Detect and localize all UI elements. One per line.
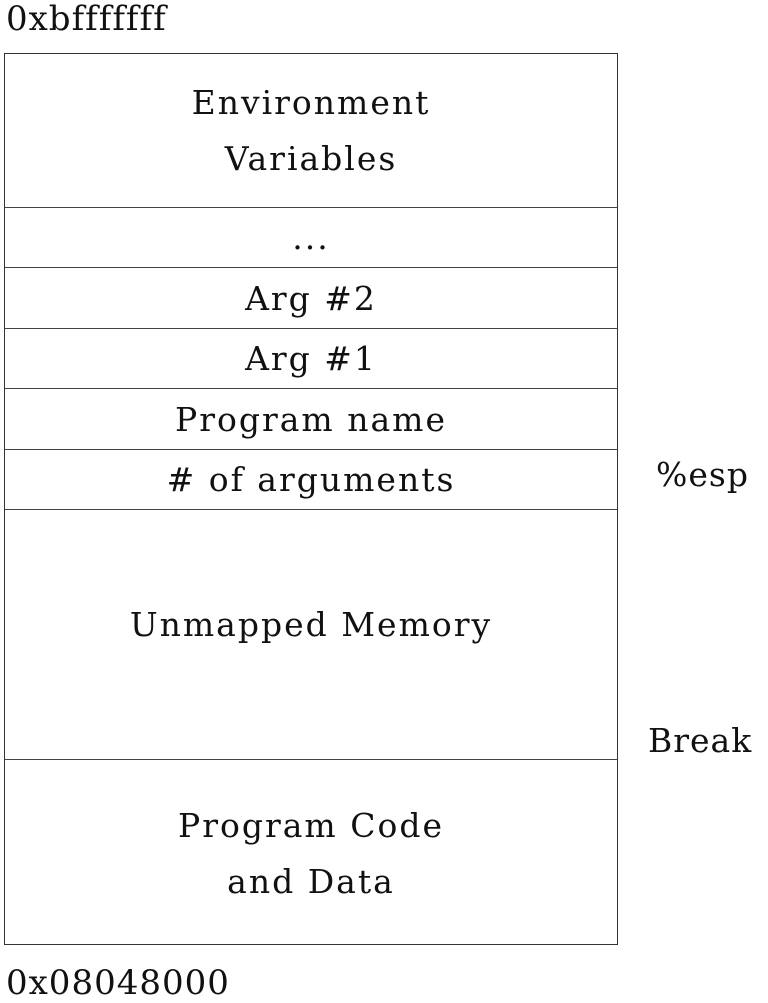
segment-label: Arg #1 [245, 339, 377, 378]
segment-label: ... [292, 218, 330, 257]
segment-label: Program Code and Data [178, 806, 444, 901]
segment-arg-2: Arg #2 [5, 268, 617, 329]
segment-arg-1: Arg #1 [5, 329, 617, 389]
segment-unmapped-memory: Unmapped Memory [5, 510, 617, 760]
segment-program-code-and-data: Program Code and Data [5, 760, 617, 944]
segment-ellipsis: ... [5, 208, 617, 268]
esp-pointer-label: %esp [656, 455, 749, 494]
segment-label: # of arguments [166, 460, 456, 499]
segment-argument-count: # of arguments [5, 450, 617, 510]
segment-label: Program name [175, 399, 447, 439]
segment-environment-variables: Environment Variables [5, 54, 617, 208]
segment-program-name: Program name [5, 389, 617, 450]
bottom-address-label: 0x08048000 [6, 963, 230, 1003]
top-address-label: 0xbfffffff [6, 0, 167, 39]
memory-layout-diagram: Environment Variables ... Arg #2 Arg #1 … [4, 53, 618, 945]
segment-label: Environment Variables [191, 82, 431, 178]
segment-label: Unmapped Memory [129, 605, 493, 644]
segment-label: Arg #2 [245, 278, 377, 318]
break-pointer-label: Break [648, 721, 753, 760]
